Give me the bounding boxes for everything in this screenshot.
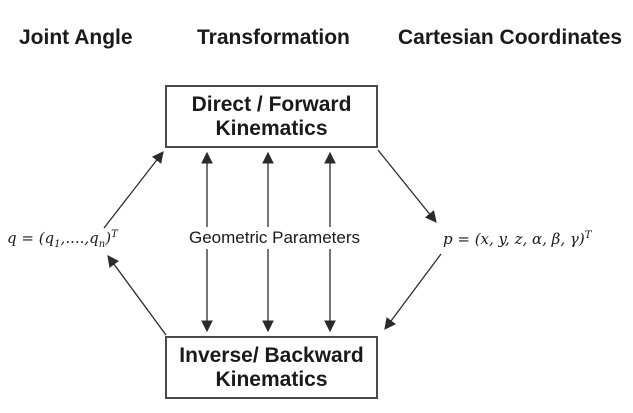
- header-cartesian-coordinates: Cartesian Coordinates: [398, 26, 623, 49]
- header-joint-angle: Joint Angle: [19, 26, 133, 49]
- forward-kinematics-box: Direct / Forward Kinematics: [165, 85, 378, 148]
- joint-formula-transpose: T: [111, 229, 118, 240]
- joint-formula-part1: q = (q: [7, 229, 55, 247]
- arrow-inverse-to-joint: [107, 255, 167, 336]
- cartesian-formula-body: p = (x, y, z, α, β, γ): [443, 230, 585, 248]
- joint-formula-part3: ): [105, 229, 112, 247]
- joint-angle-formula: q = (q1,....,qn)T: [7, 229, 118, 250]
- inverse-kinematics-label-line1: Inverse/ Backward: [179, 343, 364, 367]
- geometric-parameters-label: Geometric Parameters: [186, 227, 363, 249]
- inverse-kinematics-box: Inverse/ Backward Kinematics: [165, 336, 378, 399]
- forward-kinematics-label-line1: Direct / Forward: [191, 92, 352, 116]
- arrow-forward-to-cartesian: [377, 149, 437, 223]
- header-transformation: Transformation: [197, 26, 350, 49]
- arrow-cartesian-to-inverse: [384, 253, 442, 330]
- joint-formula-part2: ,....,q: [60, 229, 99, 247]
- arrow-joint-to-forward: [103, 151, 164, 229]
- joint-formula-subn: n: [98, 239, 106, 250]
- joint-formula-sub1: 1: [54, 239, 61, 250]
- forward-kinematics-label-line2: Kinematics: [215, 116, 328, 140]
- cartesian-formula-transpose: T: [584, 230, 592, 241]
- cartesian-coordinates-formula: p = (x, y, z, α, β, γ)T: [443, 230, 591, 248]
- inverse-kinematics-label-line2: Kinematics: [215, 367, 328, 391]
